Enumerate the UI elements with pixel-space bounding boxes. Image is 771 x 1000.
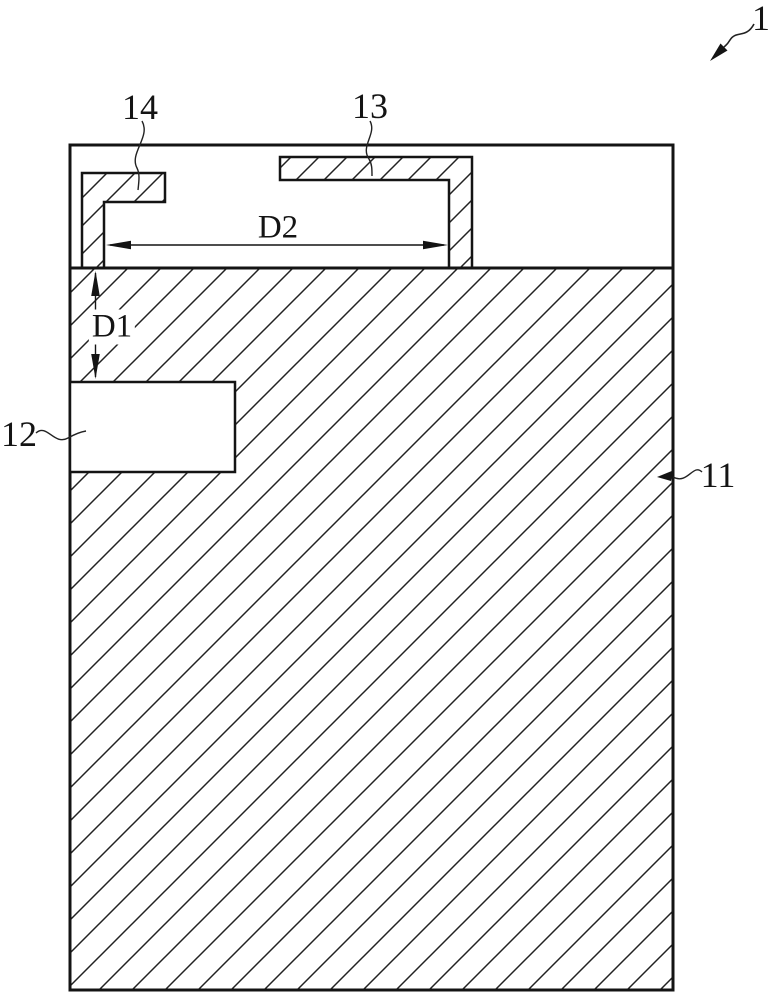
notch-12 (68, 380, 237, 474)
leader-line-14 (134, 120, 145, 191)
d1-arrowhead-bottom-icon (91, 354, 100, 379)
leader-line-12 (35, 429, 87, 441)
hatched-region-11 (68, 266, 675, 992)
d1-arrowhead-top-icon (91, 271, 100, 296)
part-label-13: 13 (352, 86, 388, 126)
figure-ref-arrowhead-icon (710, 43, 728, 61)
part-label-12: 12 (1, 414, 37, 454)
figure-ref-leader (723, 23, 755, 48)
dimension-label-d2: D2 (257, 209, 299, 246)
leader-arrowhead-11-icon (657, 470, 673, 481)
d2-arrowhead-right-icon (423, 240, 448, 250)
part-label-14: 14 (122, 87, 158, 127)
leader-line-13 (365, 120, 373, 177)
element-14 (80, 171, 167, 270)
element-13 (278, 155, 474, 270)
leader-line-11 (672, 469, 703, 480)
dimension-label-d1: D1 (88, 309, 136, 345)
part-label-11: 11 (700, 455, 736, 495)
d2-arrowhead-left-icon (106, 240, 131, 250)
figure-ref-label: 1 (752, 0, 770, 38)
